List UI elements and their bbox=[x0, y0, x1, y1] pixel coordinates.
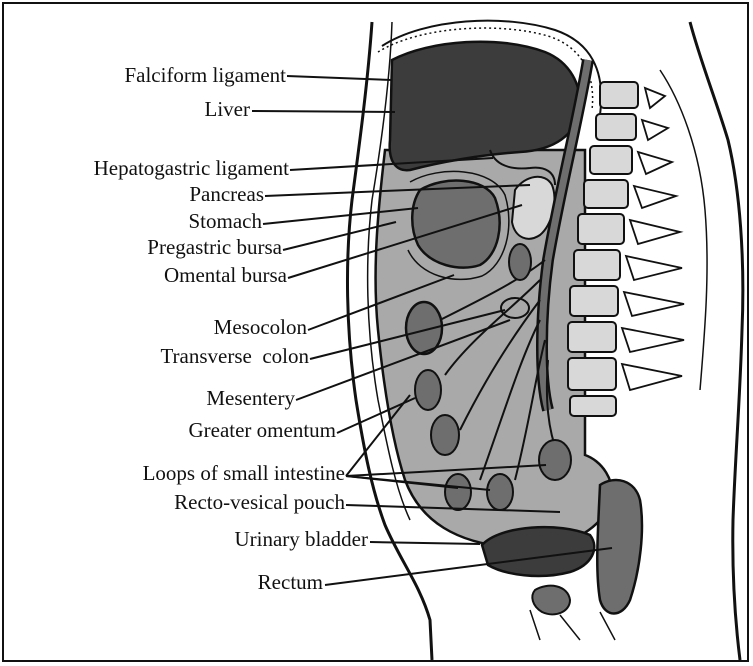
vertebra bbox=[600, 82, 638, 108]
intestine-loop bbox=[445, 474, 471, 510]
duodenum-loop bbox=[509, 244, 531, 280]
label-pregastric-bursa: Pregastric bursa bbox=[147, 235, 282, 259]
stomach bbox=[412, 181, 499, 268]
posterior-body-wall bbox=[690, 22, 743, 660]
intestine-loop bbox=[539, 440, 571, 480]
label-falciform-ligament: Falciform ligament bbox=[124, 63, 286, 87]
label-pancreas: Pancreas bbox=[189, 182, 264, 206]
vertebra bbox=[578, 214, 624, 244]
pelvic-floor bbox=[530, 610, 615, 640]
label-loops-of-small-intestine: Loops of small intestine bbox=[143, 461, 345, 485]
intestine-loop bbox=[431, 415, 459, 455]
rectum bbox=[597, 480, 642, 614]
label-stomach: Stomach bbox=[189, 209, 263, 233]
label-mesocolon: Mesocolon bbox=[214, 315, 308, 339]
vertebra bbox=[570, 396, 616, 416]
label-urinary-bladder: Urinary bladder bbox=[234, 527, 368, 551]
label-mesentery: Mesentery bbox=[206, 386, 295, 410]
prostate bbox=[532, 586, 570, 615]
vertebra bbox=[596, 114, 636, 140]
vertebra bbox=[568, 322, 616, 352]
label-rectum: Rectum bbox=[258, 570, 323, 594]
label-greater-omentum: Greater omentum bbox=[188, 418, 336, 442]
label-hepatogastric-ligament: Hepatogastric ligament bbox=[94, 156, 290, 180]
label-omental-bursa: Omental bursa bbox=[164, 263, 288, 287]
vertebra bbox=[568, 358, 616, 390]
label-recto-vesical-pouch: Recto-vesical pouch bbox=[174, 490, 345, 514]
intestine-loop bbox=[415, 370, 441, 410]
label-liver: Liver bbox=[205, 97, 250, 121]
vertebra bbox=[570, 286, 618, 316]
vertebra bbox=[574, 250, 620, 280]
intestine-loop bbox=[487, 474, 513, 510]
label-transverse-colon: Transverse colon bbox=[160, 344, 309, 368]
vertebra bbox=[590, 146, 632, 174]
vertebra bbox=[584, 180, 628, 208]
